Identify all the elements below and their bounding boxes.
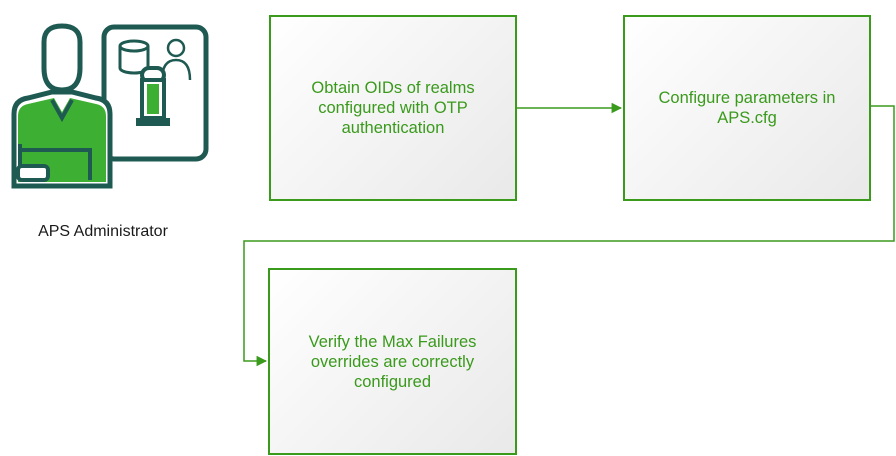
step-1-text: Obtain OIDs of realms configured with OT… [311, 79, 475, 137]
connector-step2-to-step3 [243, 105, 895, 367]
step-2-box: Configure parameters in APS.cfg [623, 15, 871, 201]
actor-label: APS Administrator [38, 223, 168, 240]
key-device-icon [136, 66, 170, 126]
step-3-text: Verify the Max Failures overrides are co… [308, 332, 477, 391]
step-2-text: Configure parameters in APS.cfg [658, 89, 836, 127]
step-3-box: Verify the Max Failures overrides are co… [268, 268, 517, 455]
person-icon [11, 23, 113, 189]
step-1-box: Obtain OIDs of realms configured with OT… [269, 15, 517, 201]
server-monitor-icon [101, 24, 209, 162]
administrator-icon [11, 23, 209, 189]
